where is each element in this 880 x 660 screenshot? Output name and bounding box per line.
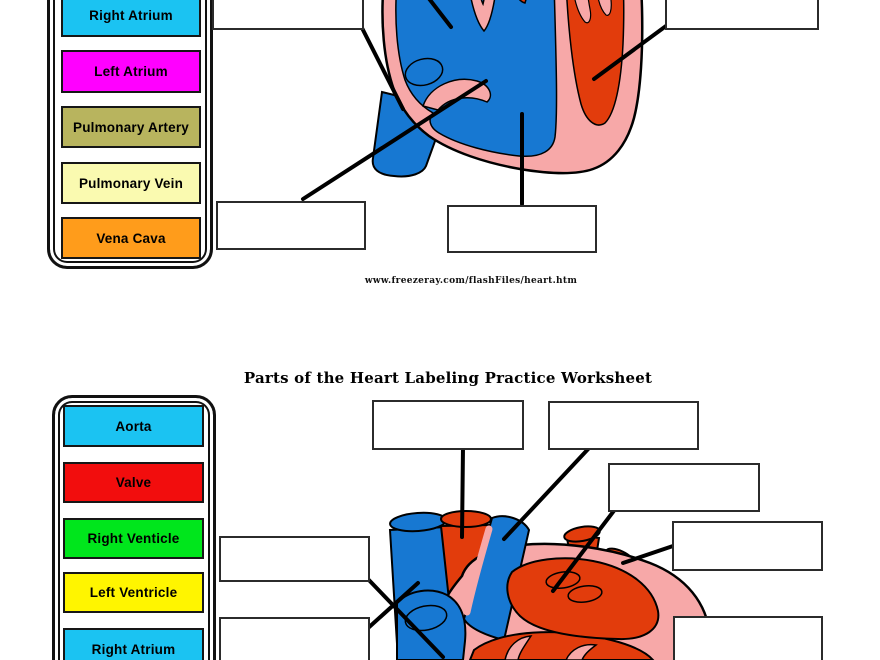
answer-box-bottom-1[interactable] [372, 400, 524, 450]
word-bank-item-pulmonary-vein[interactable]: Pulmonary Vein [61, 162, 201, 204]
answer-box-top-4[interactable] [447, 205, 597, 253]
answer-box-top-2[interactable] [665, 0, 819, 30]
word-bank-item-right-ventricle[interactable]: Right Venticle [63, 518, 204, 559]
answer-box-bottom-3[interactable] [608, 463, 760, 512]
word-bank-item-left-atrium[interactable]: Left Atrium [61, 50, 201, 93]
word-bank-item-left-ventricle[interactable]: Left Ventricle [63, 572, 204, 613]
answer-box-bottom-7[interactable] [219, 617, 370, 660]
answer-box-top-1[interactable] [212, 0, 364, 30]
answer-box-bottom-6[interactable] [219, 536, 370, 582]
word-bank-item-valve[interactable]: Valve [63, 462, 204, 503]
word-bank-item-pulmonary-artery[interactable]: Pulmonary Artery [61, 106, 201, 148]
top-leader-lines [301, 0, 668, 206]
top-heart-illustration [371, 0, 644, 178]
word-bank-item-vena-cava[interactable]: Vena Cava [61, 217, 201, 259]
word-bank-item-right-atrium[interactable]: Right Atrium [61, 0, 201, 37]
answer-box-bottom-5[interactable] [673, 616, 823, 660]
bottom-heart-illustration [388, 510, 712, 660]
answer-box-bottom-4[interactable] [672, 521, 823, 571]
word-bank-item-right-atrium-2[interactable]: Right Atrium [63, 628, 204, 660]
word-bank-item-aorta[interactable]: Aorta [63, 405, 204, 447]
answer-box-top-3[interactable] [216, 201, 366, 250]
answer-box-bottom-2[interactable] [548, 401, 699, 450]
source-url: www.freezeray.com/flashFiles/heart.htm [364, 276, 578, 286]
page-title: Parts of the Heart Labeling Practice Wor… [243, 369, 653, 387]
